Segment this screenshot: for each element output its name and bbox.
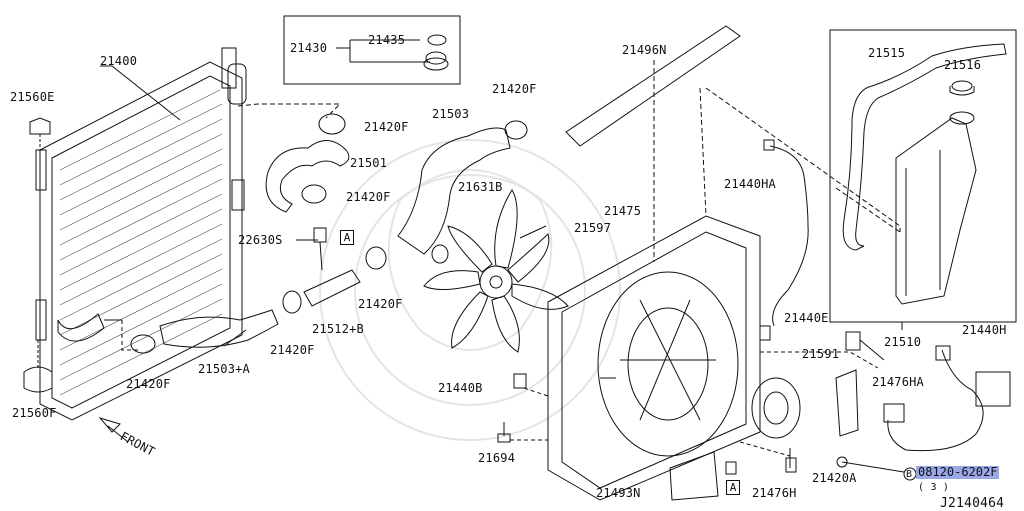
reservoir-hose	[842, 43, 1007, 251]
callout-21503A[interactable]: 21503+A	[198, 362, 250, 376]
hose-clamps	[130, 113, 528, 354]
callout-21440HA[interactable]: 21440HA	[724, 177, 776, 191]
bolt-quantity: ( 3 )	[918, 482, 950, 493]
callout-21503[interactable]: 21503	[432, 107, 470, 121]
fan-motor	[751, 377, 801, 439]
ref-tag-A-bottom: A	[726, 480, 740, 495]
callout-21597[interactable]: 21597	[574, 221, 612, 235]
callout-21420F-a[interactable]: 21420F	[364, 120, 409, 134]
callout-21420F-e[interactable]: 21420F	[270, 343, 315, 357]
air-seal	[565, 25, 741, 147]
callout-21512B[interactable]: 21512+B	[312, 322, 364, 336]
callout-21631B[interactable]: 21631B	[458, 180, 503, 194]
callout-21440H[interactable]: 21440H	[962, 323, 1007, 337]
callout-21420F-d[interactable]: 21420F	[358, 297, 403, 311]
radiator	[35, 47, 247, 421]
callout-21493N[interactable]: 21493N	[596, 486, 641, 500]
upper-hose	[397, 127, 511, 255]
watermark-emblem	[319, 139, 621, 441]
front-arrow	[98, 417, 121, 433]
callout-21475[interactable]: 21475	[604, 204, 642, 218]
callout-21435[interactable]: 21435	[368, 33, 406, 47]
callout-21591[interactable]: 21591	[802, 347, 840, 361]
callout-21510[interactable]: 21510	[884, 335, 922, 349]
coolant-reservoir	[895, 111, 977, 305]
callout-bolt-part-highlighted[interactable]: 08120-6202F	[916, 465, 1000, 479]
lower-hose	[159, 309, 279, 348]
bolt-circle-letter: B	[906, 469, 913, 480]
callout-21420A[interactable]: 21420A	[812, 471, 857, 485]
callout-21476H[interactable]: 21476H	[752, 486, 797, 500]
diagram-id: J2140464	[940, 496, 1005, 511]
main-harness	[887, 349, 984, 452]
fan-harness	[769, 145, 809, 327]
callout-21515[interactable]: 21515	[868, 46, 906, 60]
callout-21516[interactable]: 21516	[944, 58, 982, 72]
callout-21501[interactable]: 21501	[350, 156, 388, 170]
callout-21440E[interactable]: 21440E	[784, 311, 829, 325]
callout-21420F-c[interactable]: 21420F	[346, 190, 391, 204]
upper-hose-small	[265, 140, 350, 213]
callout-21420F-b[interactable]: 21420F	[492, 82, 537, 96]
cap-inset-box	[283, 15, 461, 85]
callout-21420F-f[interactable]: 21420F	[126, 377, 171, 391]
callout-21694[interactable]: 21694	[478, 451, 516, 465]
callout-21400[interactable]: 21400	[100, 54, 138, 68]
cooling-fan	[423, 189, 569, 353]
callout-21430[interactable]: 21430	[290, 41, 328, 55]
callout-21440B[interactable]: 21440B	[438, 381, 483, 395]
callout-21496N[interactable]: 21496N	[622, 43, 667, 57]
callout-21560E[interactable]: 21560E	[10, 90, 55, 104]
callout-21560F[interactable]: 21560F	[12, 406, 57, 420]
ref-tag-A-top: A	[340, 230, 354, 245]
callout-22630S[interactable]: 22630S	[238, 233, 283, 247]
reservoir-inset-box	[829, 29, 1017, 323]
callout-21476HA[interactable]: 21476HA	[872, 375, 924, 389]
